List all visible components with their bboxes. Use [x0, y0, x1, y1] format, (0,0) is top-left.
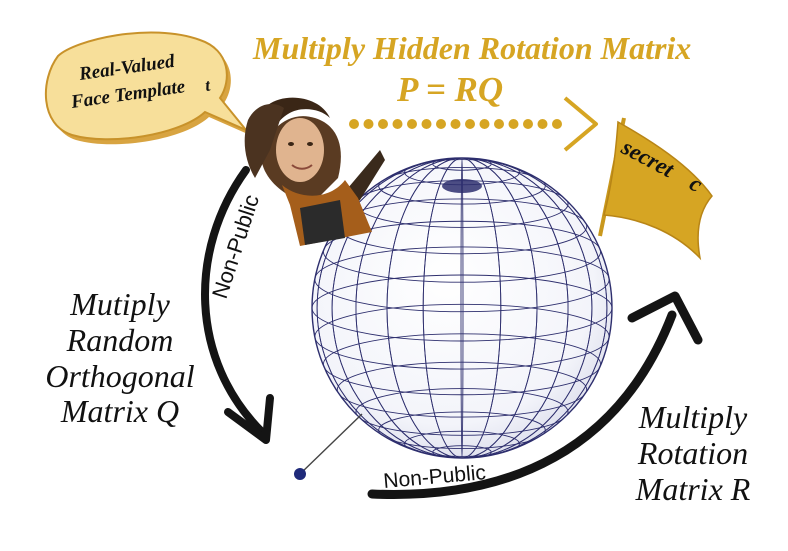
left-step-line-3: Orthogonal	[45, 357, 195, 394]
speech-bubble	[44, 31, 251, 145]
dotted-arrow-dot	[392, 119, 403, 129]
right-step-line-2: Rotation	[637, 434, 749, 471]
face-photo	[244, 97, 385, 246]
pointer-marker	[294, 413, 363, 480]
left-arrow	[201, 166, 274, 444]
left-step-line-1: Mutiply	[70, 286, 170, 322]
wireframe-sphere-icon	[311, 157, 613, 459]
dotted-arrow-dot	[479, 119, 490, 129]
dotted-arrow-dot	[552, 119, 562, 129]
dotted-arrow-dot	[421, 119, 432, 129]
dotted-arrow-dot	[465, 119, 475, 129]
dotted-arrow-dot	[523, 119, 533, 129]
arc-label-left: Non-Public	[207, 191, 264, 301]
dotted-arrow-dot	[450, 119, 461, 129]
flag-icon	[598, 117, 713, 261]
dotted-arrow-dot	[494, 119, 504, 129]
bubble-symbol: t	[204, 75, 213, 95]
dotted-arrow-dot	[363, 119, 374, 129]
dotted-arrow-dot	[436, 119, 446, 129]
right-step-line-3: Matrix R	[635, 470, 751, 507]
right-step-text: Multiply Rotation Matrix R	[598, 399, 788, 507]
dotted-arrow-dot	[407, 119, 417, 129]
left-step-text: Mutiply Random Orthogonal Matrix Q	[10, 286, 230, 430]
diagram-formula: P = RQ	[397, 70, 504, 109]
dotted-arrow-dot	[349, 119, 359, 129]
dotted-arrow-dot	[378, 119, 388, 129]
dotted-arrow	[349, 96, 598, 152]
left-step-line-4: Matrix Q	[60, 393, 180, 430]
right-step-line-1: Multiply	[638, 399, 748, 435]
left-step-line-2: Random	[66, 321, 174, 358]
dotted-arrow-dot	[537, 119, 548, 129]
diagram-title: Multiply Hidden Rotation Matrix	[253, 30, 692, 66]
dotted-arrow-dot	[508, 119, 519, 129]
bottom-arrow	[367, 291, 703, 499]
